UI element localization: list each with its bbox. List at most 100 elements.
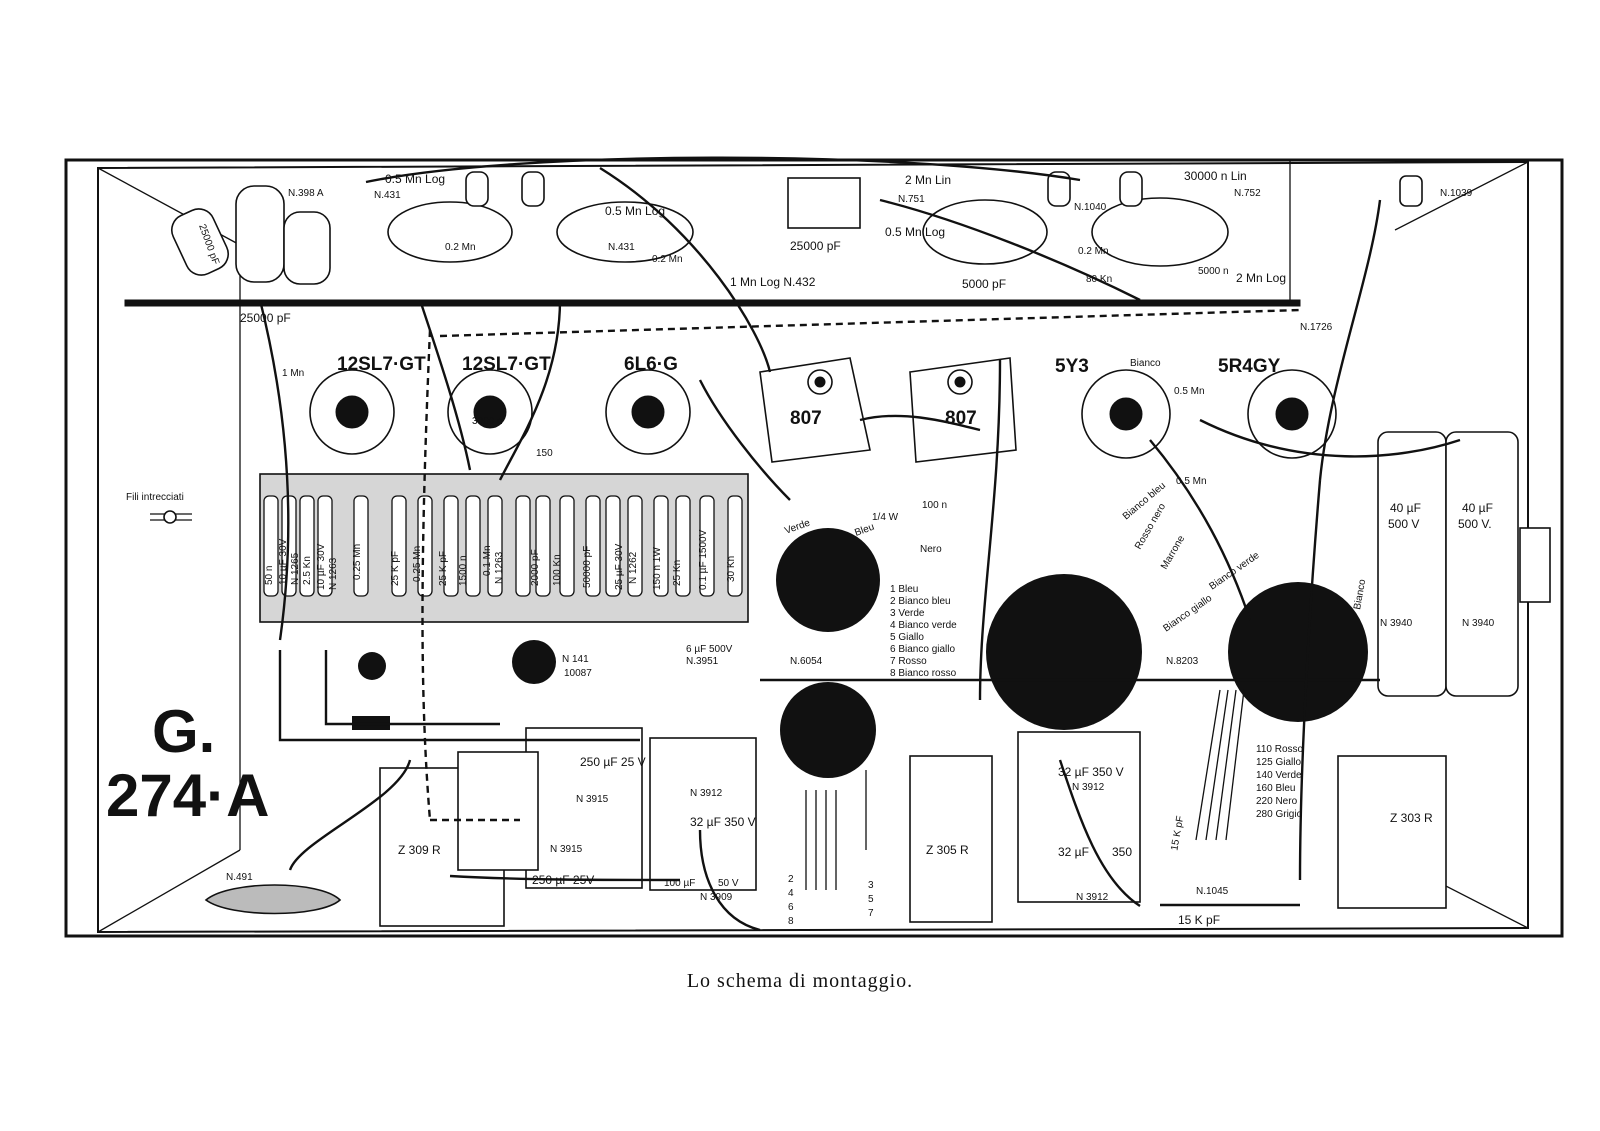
- twisted-wires-symbol: [150, 510, 192, 524]
- control-label: 0.5 Mn Log: [385, 172, 445, 186]
- wire-label: Bleu: [853, 522, 876, 539]
- electrolytic-label: 32 µF 350 V: [1058, 765, 1124, 779]
- filter-cap-value: 40 µF: [1462, 501, 1493, 515]
- board-component-body: [317, 495, 333, 597]
- part-ref: N 141: [562, 654, 589, 665]
- control-label: 0.5 Mn Log: [885, 225, 945, 239]
- filter-cap-volt: 500 V.: [1458, 517, 1492, 531]
- board-labels: 50 n 10 µF 30V N 1265 2.5 Kn 10 µF 30V N…: [264, 529, 737, 590]
- part-ref: N.491: [226, 872, 253, 883]
- electrolytic-label: N 3912: [1076, 892, 1109, 903]
- board-component-body: [263, 495, 279, 597]
- part-ref: N.8203: [1166, 656, 1199, 667]
- wire-label: Bianco: [1352, 578, 1368, 610]
- component-label: 0.2 Mn: [445, 242, 476, 253]
- filter-cap-labels: 40 µF 500 V 40 µF 500 V.: [1388, 501, 1493, 531]
- voltage-tap: 110 Rosso: [1256, 744, 1304, 755]
- board-component-body: [627, 495, 643, 597]
- part-ref: N.1039: [1440, 188, 1473, 199]
- component-label: 0.2 Mn: [1078, 246, 1109, 257]
- wire-label: Nero: [920, 544, 942, 555]
- part-ref: N.431: [608, 242, 635, 253]
- board-label: 0.1 µF 1500V: [698, 529, 709, 590]
- voltage-tap: 125 Giallo: [1256, 757, 1301, 768]
- board-component-body: [675, 495, 691, 597]
- electrolytic-label: N 3915: [576, 794, 609, 805]
- component-label: 1/4 W: [872, 512, 899, 523]
- wire-color: 1 Bleu: [890, 584, 918, 595]
- board-label: 50000 pF: [582, 546, 593, 588]
- component-label: 15 K pF: [1169, 815, 1186, 851]
- potentiometers: [387, 171, 1423, 267]
- tube-label-6: 5Y3: [1055, 356, 1089, 377]
- component-label: 0.5 Mn: [1174, 386, 1205, 397]
- filter-cap-value: 40 µF: [1390, 501, 1421, 515]
- component-label: 1 Mn: [282, 368, 304, 379]
- model-label-line2: 274·A: [106, 762, 269, 829]
- electrolytic-label: 32 µF 350 V: [690, 815, 756, 829]
- electrolytic-label: N 3912: [690, 788, 723, 799]
- tube-label-4: 807: [790, 408, 822, 429]
- tube-label-7: 5R4GY: [1218, 356, 1281, 377]
- board-label: 0.25 Mn: [412, 546, 423, 582]
- board-component-body: [487, 495, 503, 597]
- board-label: 50 n: [264, 566, 275, 585]
- wire-label: Bianco giallo: [1161, 593, 1214, 635]
- component-label: 6 µF 500V: [686, 644, 733, 655]
- board-label: 30 Kn: [726, 556, 737, 582]
- control-label: 1 Mn Log N.432: [730, 275, 816, 289]
- transformer-label: Z 305 R: [926, 843, 969, 857]
- component-label: 25000 pF: [240, 311, 291, 325]
- electrolytic-label: 350: [1112, 845, 1132, 859]
- top-left-capacitors: [171, 185, 331, 285]
- board-label: 25 Kn: [672, 560, 683, 586]
- board-label: 10 µF 30V: [316, 543, 327, 590]
- component-label: 80 Kn: [1086, 274, 1112, 285]
- electrolytic-label: N 3909: [700, 892, 733, 903]
- board-label: 0.1 Mn: [482, 545, 493, 576]
- part-ref: N.752: [1234, 188, 1261, 199]
- board-component-body: [465, 495, 481, 597]
- pin-number: 4: [788, 888, 794, 899]
- board-component-body: [699, 495, 715, 597]
- wire-label: Bianco: [1130, 358, 1161, 369]
- part-ref: N.1040: [1074, 202, 1107, 213]
- cores: [352, 528, 1368, 778]
- pin-number: 2: [788, 874, 794, 885]
- board-label: N 1265: [290, 552, 301, 585]
- control-label: 2 Mn Lin: [905, 173, 951, 187]
- board-label: 100 Kn: [552, 554, 563, 586]
- pin-number: 5: [868, 894, 874, 905]
- part-ref: N 3940: [1462, 618, 1495, 629]
- board-label: 2000 pF: [530, 549, 541, 586]
- wiring: [258, 156, 1461, 932]
- component-label: 0.2 Mn: [652, 254, 683, 265]
- part-ref: N.751: [898, 194, 925, 205]
- board-label: N 1262: [628, 551, 639, 584]
- terminal-n491: [204, 884, 342, 915]
- board-label: 25 K pF: [390, 551, 401, 586]
- pin-number: 8: [788, 916, 794, 927]
- component-board: [259, 473, 749, 623]
- wire-color: 6 Bianco giallo: [890, 644, 955, 655]
- part-ref: N.3951: [686, 656, 719, 667]
- wire-color: 2 Bianco bleu: [890, 596, 951, 607]
- wire-color: 3 Verde: [890, 608, 925, 619]
- transformer-labels: Z 309 R Z 305 R Z 303 R: [398, 811, 1433, 857]
- wire-color: 7 Rosso: [890, 656, 927, 667]
- transformer-label: Z 309 R: [398, 843, 441, 857]
- electrolytic-label: N 3912: [1072, 782, 1105, 793]
- electrolytic-label: 50 V: [718, 878, 739, 889]
- electrolytic-label: N 3915: [550, 844, 583, 855]
- tube-label-3: 6L6·G: [624, 354, 678, 375]
- board-label: 0.25 Mn: [352, 544, 363, 580]
- part-ref: N.1726: [1300, 322, 1333, 333]
- control-label: 0.5 Mn Log: [605, 204, 665, 218]
- board-component-body: [391, 495, 407, 597]
- board-label: 150 n 1W: [652, 547, 663, 590]
- component-label: 150: [536, 448, 553, 459]
- figure-caption: Lo schema di montaggio.: [686, 970, 914, 992]
- component-label: 2 Mn Log: [1236, 271, 1286, 285]
- pin-number: 6: [788, 902, 794, 913]
- component-label: 0.5 Mn: [1176, 476, 1207, 487]
